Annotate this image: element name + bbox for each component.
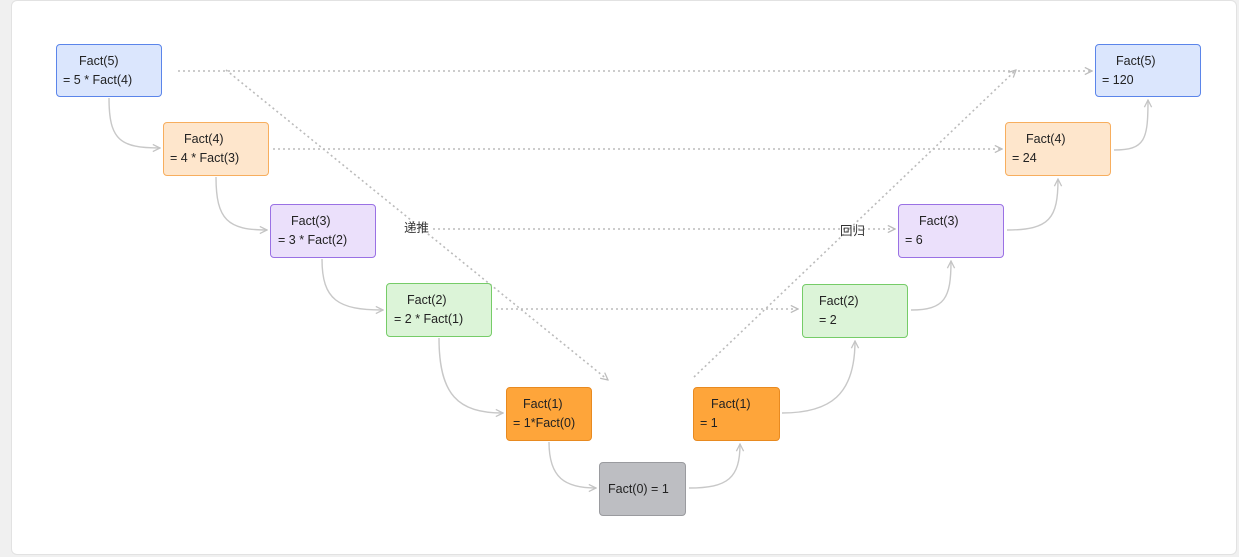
node-fact0-base-case[interactable]: Fact(0) = 1 [599,462,686,516]
node-expression: = 4 * Fact(3) [170,151,240,165]
node-title: Fact(4) [184,132,224,146]
node-fact2-call[interactable]: Fact(2) = 2 * Fact(1) [386,283,492,337]
connector-r2-r3 [910,261,951,311]
node-fact3-call[interactable]: Fact(3) = 3 * Fact(2) [270,204,376,258]
node-fact2-result[interactable]: Fact(2) = 2 [802,284,908,338]
node-result: = 2 [819,313,837,327]
connector-l3-l2 [321,258,383,310]
node-title: Fact(1) [711,397,751,411]
node-fact1-result[interactable]: Fact(1) = 1 [693,387,780,441]
node-result: = 120 [1102,73,1134,87]
node-result: = 1 [700,416,718,430]
node-fact4-result[interactable]: Fact(4) = 24 [1005,122,1111,176]
connector-r4-r5 [1113,100,1148,151]
node-result: = 6 [905,233,923,247]
node-title: Fact(3) [919,214,959,228]
node-title: Fact(4) [1026,132,1066,146]
node-fact3-result[interactable]: Fact(3) = 6 [898,204,1004,258]
node-title: Fact(1) [523,397,563,411]
node-title: Fact(5) [79,54,119,68]
connector-r1-r2 [781,341,855,414]
dotted-recurse-arrow [225,69,608,380]
connector-r3-r4 [1006,179,1058,231]
node-fact5-result[interactable]: Fact(5) = 120 [1095,44,1201,97]
node-title: Fact(2) [407,293,447,307]
node-expression: = 2 * Fact(1) [394,312,464,326]
node-result: = 24 [1012,151,1037,165]
node-expression: = 3 * Fact(2) [278,233,348,247]
connector-l5-l4 [108,97,160,148]
connector-b0-r1 [688,444,740,489]
connector-l4-l3 [215,176,267,230]
connector-l1-b0 [548,441,596,488]
node-expression: = 1*Fact(0) [513,416,576,430]
node-title: Fact(2) [819,294,859,308]
node-expression: = 5 * Fact(4) [63,73,133,87]
label-recurse-up: 回归 [840,223,866,238]
dotted-return-arrow [693,70,1016,378]
node-title: Fact(3) [291,214,331,228]
label-recurse-down: 递推 [404,220,430,235]
node-base-text: Fact(0) = 1 [608,482,669,496]
node-fact1-call[interactable]: Fact(1) = 1*Fact(0) [506,387,592,441]
node-fact5-call[interactable]: Fact(5) = 5 * Fact(4) [56,44,162,97]
node-title: Fact(5) [1116,54,1156,68]
connector-l2-l1 [438,337,503,413]
node-fact4-call[interactable]: Fact(4) = 4 * Fact(3) [163,122,269,176]
